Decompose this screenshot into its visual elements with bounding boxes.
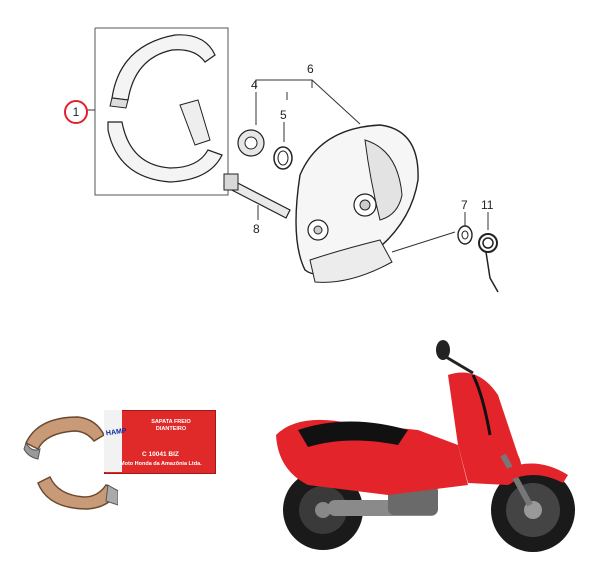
box-title-line1: SAPATA FREIO <box>151 419 191 425</box>
motorcycle-photo <box>268 335 588 575</box>
brake-shoe-upper-icon <box>109 34 216 109</box>
box-title: SAPATA FREIO DIANTEIRO <box>136 419 206 433</box>
motorcycle-icon <box>276 340 575 552</box>
callout-6: 6 <box>307 62 314 76</box>
product-photo: HAMP SAPATA FREIO DIANTEIRO C 10041 BIZ … <box>18 405 218 525</box>
wear-indicator-icon <box>237 129 265 157</box>
callout-8: 8 <box>253 222 260 236</box>
callout-5: 5 <box>280 108 287 122</box>
brake-shoe-lower-icon <box>107 99 223 183</box>
brake-panel-icon <box>295 124 419 283</box>
box-code: C 10041 BIZ <box>142 451 179 458</box>
callout-1: 1 <box>64 100 88 124</box>
brake-cam-icon <box>223 173 291 219</box>
box-maker: Moto Honda da Amazônia Ltda. <box>120 461 202 467</box>
brake-assembly-drawing <box>86 27 499 293</box>
callout-7: 7 <box>461 198 468 212</box>
seal-ring-icon <box>273 146 293 170</box>
brake-shoe-icon <box>23 416 118 510</box>
callout-4: 4 <box>251 78 258 92</box>
washer-icon <box>457 225 473 245</box>
return-spring-icon <box>478 233 499 293</box>
callout-11: 11 <box>481 198 494 212</box>
product-box-side <box>104 410 122 472</box>
box-title-line2: DIANTEIRO <box>155 426 187 432</box>
parts-diagram: 1 4 5 6 7 8 11 <box>64 27 499 293</box>
